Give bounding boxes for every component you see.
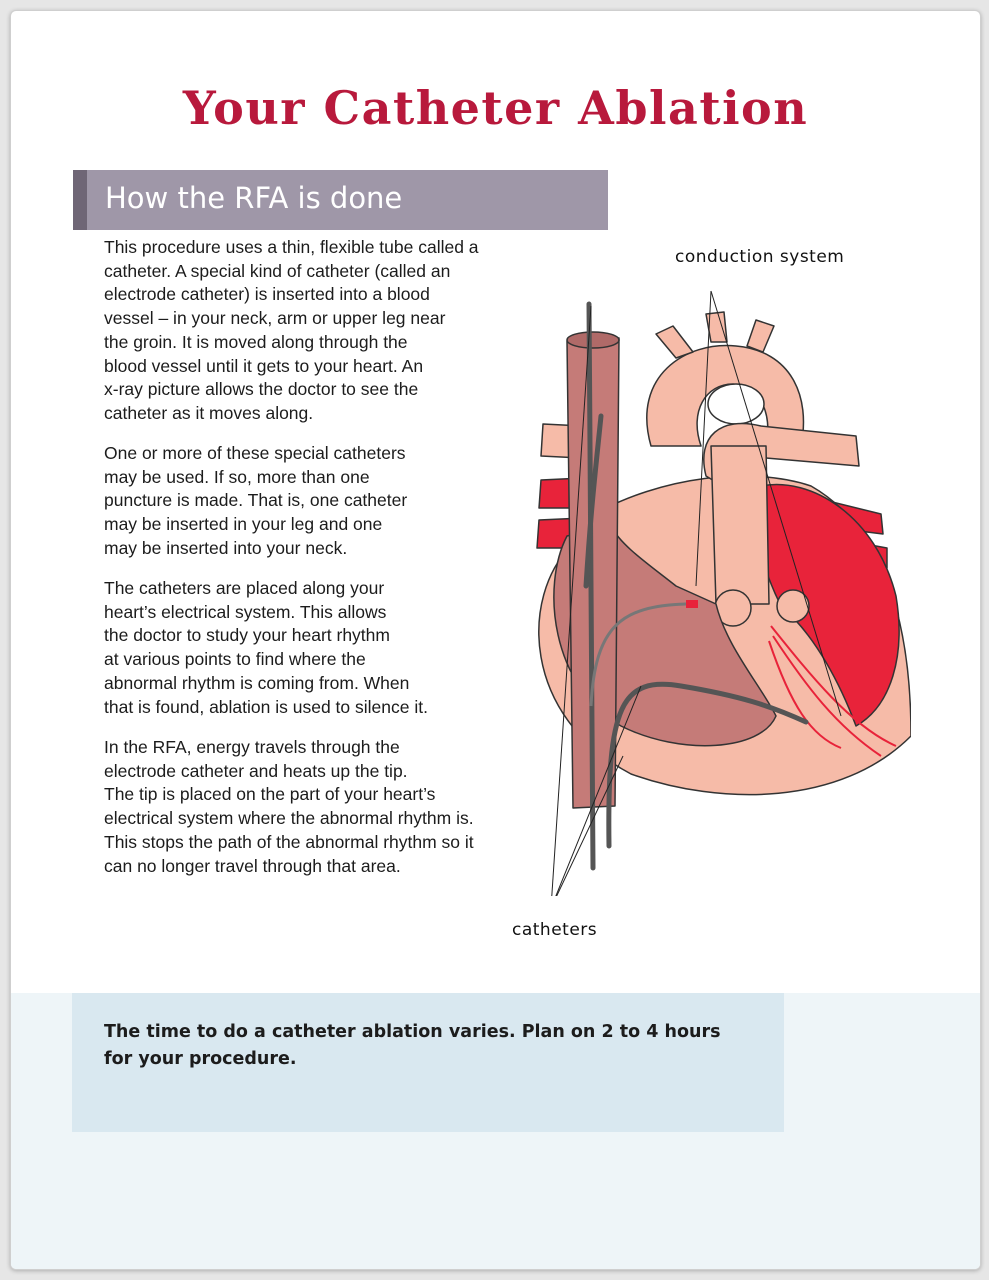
conduction-path-3 (768, 640, 842, 749)
paragraph-multiple-catheters: One or more of these special catheters m… (104, 443, 408, 558)
aorta-branch-1 (655, 325, 694, 359)
pointer-conduction-1 (695, 290, 712, 587)
pointer-conduction-2 (710, 290, 842, 717)
aorta-branch-2 (705, 311, 728, 343)
note-text: The time to do a catheter ablation varie… (104, 1022, 721, 1069)
label-catheters: catheters (512, 920, 598, 940)
catheter-leg-1 (606, 681, 809, 849)
catheter-neck (586, 301, 596, 871)
pointer-catheter-2 (555, 685, 642, 896)
conduction-path-1 (770, 625, 897, 747)
electrode-tip (686, 600, 698, 608)
page-title: Your Catheter Ablation (182, 81, 809, 135)
label-conduction-system: conduction system (675, 247, 845, 267)
paragraph-procedure: This procedure uses a thin, flexible tub… (104, 237, 479, 423)
aortic-arch (646, 344, 805, 449)
catheter-neck-branch (583, 413, 604, 589)
catheter-his (589, 602, 687, 707)
note-box: The time to do a catheter ablation varie… (72, 993, 784, 1132)
aorta-branch-3 (746, 319, 775, 353)
pointer-catheter-3 (556, 755, 624, 896)
ascending-aorta (710, 445, 770, 605)
document-page: Your Catheter Ablation How the RFA is do… (10, 10, 981, 1270)
vena-cava-opening (566, 331, 620, 349)
paragraph-rfa-energy: In the RFA, energy travels through the e… (104, 737, 474, 876)
conduction-path-2 (772, 635, 882, 757)
section-heading: How the RFA is done (105, 181, 403, 215)
arch-opening (707, 383, 765, 425)
mitral-valve (776, 589, 810, 623)
section-banner: How the RFA is done (73, 170, 608, 230)
pointer-catheter-1 (551, 305, 592, 896)
paragraph-placement: The catheters are placed along your hear… (104, 578, 428, 717)
heart-illustration (536, 290, 911, 896)
